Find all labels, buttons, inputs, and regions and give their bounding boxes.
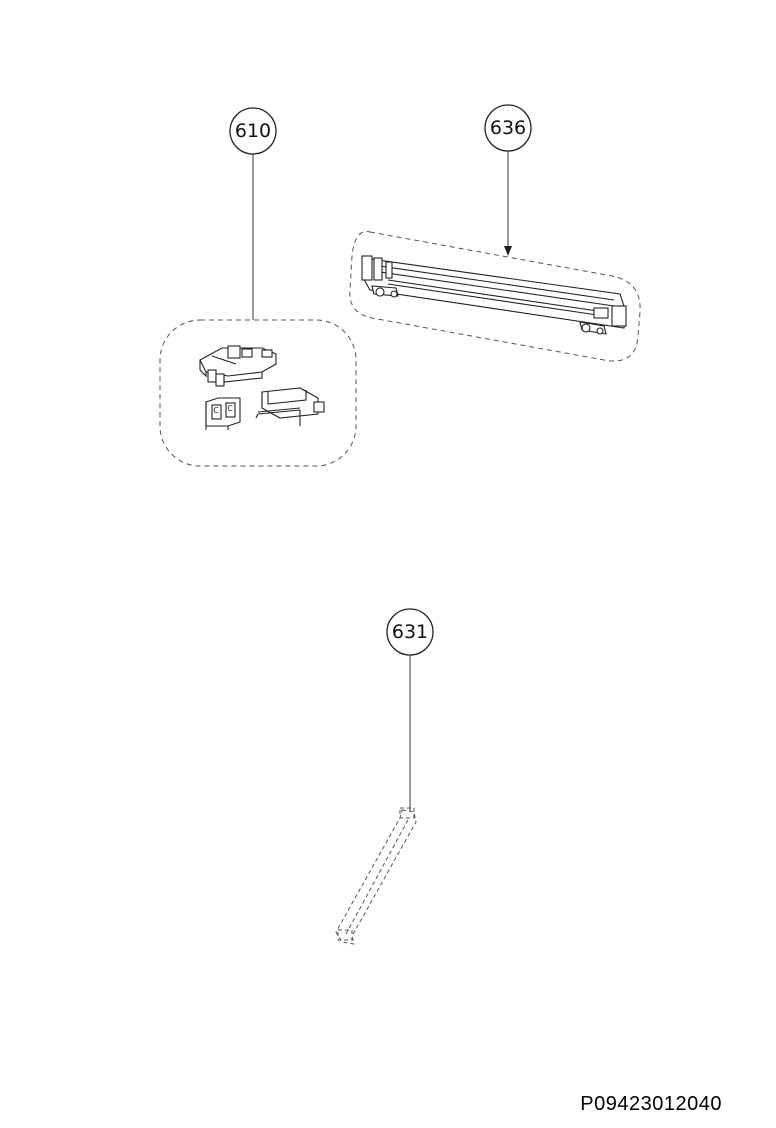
strip-part-631: [335, 807, 417, 945]
document-code: P09423012040: [580, 1093, 722, 1115]
clip-part: C C: [205, 397, 241, 430]
svg-text:C: C: [213, 406, 219, 415]
callout-label-631: 631: [392, 621, 428, 643]
group-boundary: [349, 231, 641, 362]
rail-part: [361, 255, 627, 335]
holder-part: [255, 387, 325, 426]
callout-631[interactable]: 631: [386, 608, 434, 812]
arrow-head-icon: [504, 246, 512, 256]
group-boundary: [159, 319, 357, 467]
callout-label-636: 636: [490, 117, 526, 139]
part-group-610: C C: [159, 319, 357, 467]
part-group-636: [349, 231, 641, 362]
callout-636[interactable]: 636: [484, 104, 532, 256]
callout-label-610: 610: [235, 120, 271, 142]
callout-610[interactable]: 610: [229, 107, 277, 320]
bracket-part: [199, 345, 277, 387]
svg-text:C: C: [227, 404, 233, 413]
